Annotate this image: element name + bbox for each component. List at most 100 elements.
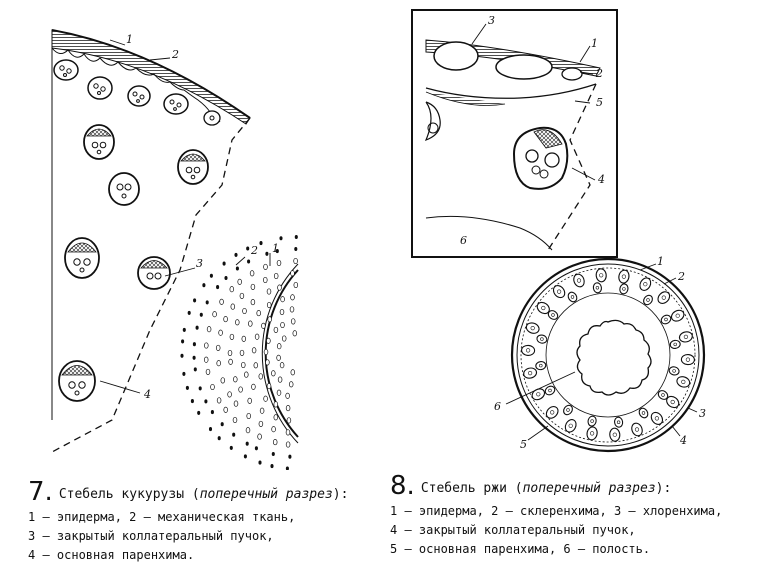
bundle-dot: [254, 446, 258, 451]
bundle-dot: [181, 339, 185, 344]
bundle-dot: [285, 466, 289, 470]
fig7-label-1: 1: [126, 33, 133, 46]
bundle-dot: [279, 236, 283, 241]
fig8-caption: 8.Стебель ржи (поперечный разрез): 1 — э…: [390, 473, 722, 559]
bundle-dot: [212, 311, 217, 318]
bundle-dot: [235, 319, 240, 326]
ring-bundle: [564, 419, 577, 433]
fig8-ring-bundles: [521, 268, 695, 442]
ring-bundle-vessel: [539, 363, 543, 368]
bundle-dot: [243, 454, 247, 459]
ring-bundle-vessel: [664, 317, 668, 322]
ring-bundle-vessel: [541, 305, 546, 311]
ring-bundle-vessel: [570, 295, 575, 299]
bundle-dot: [253, 362, 259, 369]
ring-bundle: [573, 273, 585, 288]
bundle-dot: [261, 322, 266, 329]
fig8-inset-label-1: 1: [591, 37, 598, 50]
fig7-number: 7.: [28, 477, 53, 507]
ring-bundle: [657, 390, 669, 400]
ring-bundle-vessel: [568, 423, 573, 428]
ring-bundle: [567, 291, 578, 303]
bundle-dot: [193, 298, 197, 303]
fig8-inset-label-6: 6: [460, 234, 467, 247]
bundle-dot: [263, 276, 268, 284]
fig8-cavity: [576, 319, 652, 396]
bundle-dot: [190, 399, 194, 404]
fig8-title-italic: поперечный разрез: [522, 481, 656, 496]
bundle-dot: [204, 342, 209, 349]
bundle-dot: [206, 326, 212, 333]
fig7-cross-section-overview: [180, 234, 299, 470]
fig8-inset-label-2: 2: [595, 67, 603, 80]
ring-bundle: [536, 334, 548, 344]
ring-bundle: [563, 404, 573, 416]
bundle-dot: [275, 249, 279, 254]
fig7-caption: 7.Стебель кукурузы (поперечный разрез): …: [28, 479, 349, 565]
ring-bundle-vessel: [675, 313, 680, 318]
ring-bundle-vessel: [616, 420, 621, 424]
bundle-dot: [266, 301, 272, 309]
bundle-dot: [232, 416, 238, 424]
ring-bundle: [619, 283, 629, 295]
vascular-bundle: [137, 256, 171, 290]
bundle-dot: [273, 414, 279, 421]
bundle-dot: [279, 362, 285, 369]
bundle-dot: [280, 321, 285, 329]
bundle-dot: [192, 342, 196, 347]
bundle-dot: [273, 326, 279, 333]
ring-bundle: [609, 427, 621, 442]
ring-bundle-vessel: [683, 334, 689, 340]
ring-bundle: [631, 422, 643, 437]
fig7-label-2: 2: [171, 48, 179, 61]
ring-bundle-vessel: [654, 416, 660, 421]
bundle-dot: [286, 417, 292, 424]
bundle-dot: [234, 252, 238, 257]
bundle-dot: [180, 353, 184, 358]
bundle-dot: [285, 392, 290, 399]
bundle-dot: [229, 333, 235, 340]
bundle-dot: [288, 381, 294, 388]
fig7-legend-line: 4 — основная паренхима.: [28, 548, 195, 562]
bundle-dot: [217, 436, 221, 441]
ring-bundle: [547, 310, 559, 320]
bundle-dot: [247, 397, 252, 404]
vascular-bundle: [64, 237, 100, 279]
ring-bundle: [521, 344, 536, 356]
fig8-inset-label-4: 4: [597, 173, 605, 186]
ring-bundle-vessel: [672, 369, 676, 373]
fig8-inset-label-3: 3: [488, 14, 495, 27]
bundle-dot: [273, 272, 279, 280]
fig8-legend-line: 4 — закрытый коллатеральный пучок,: [390, 523, 636, 537]
bundle-dot: [270, 464, 274, 469]
bundle-dot: [245, 427, 251, 434]
bundle-dot: [246, 246, 250, 251]
ring-bundle: [552, 285, 566, 299]
bundle-dot: [204, 399, 208, 404]
ring-bundle-vessel: [595, 286, 600, 290]
ring-bundle: [587, 415, 597, 427]
fig7-caption-title: 7.Стебель кукурузы (поперечный разрез):: [28, 479, 349, 505]
fig8-caption-title: 8.Стебель ржи (поперечный разрез):: [390, 473, 722, 499]
vascular-bundle: [87, 76, 113, 100]
bundle-dot: [271, 426, 276, 433]
bundle-dot: [290, 270, 295, 277]
fig7-label-4: 4: [143, 388, 151, 401]
bundle-dot: [263, 263, 268, 270]
ring-bundle-vessel: [643, 282, 648, 287]
bundle-dot: [263, 395, 268, 402]
fig7-title-end: ):: [332, 487, 349, 502]
ring-bundle-vessel: [566, 408, 570, 412]
vascular-bundle: [163, 93, 189, 115]
ring-bundle-vessel: [536, 392, 541, 397]
ring-bundle-vessel: [548, 388, 552, 393]
bundle-dot: [258, 373, 264, 380]
bundle-dot: [224, 275, 228, 281]
ring-bundle: [595, 268, 607, 283]
ring-bundle-vessel: [646, 298, 650, 302]
ring-bundle: [639, 277, 652, 291]
bundle-dot: [216, 360, 221, 367]
bundle-dot: [216, 397, 222, 404]
bundle-dot: [185, 385, 189, 390]
bundle-dot: [258, 460, 262, 465]
